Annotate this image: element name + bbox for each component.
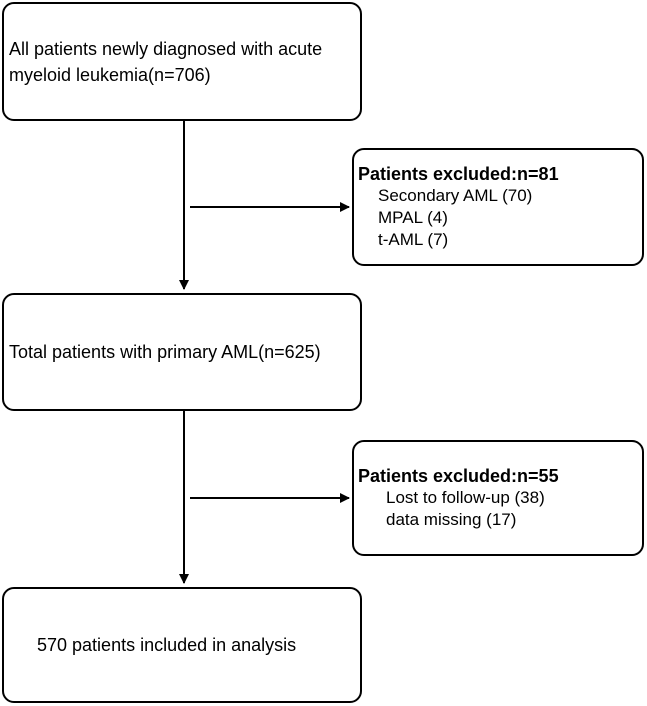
- exclusion-2-item: Lost to follow-up (38): [386, 488, 545, 507]
- step-primary-aml: Total patients with primary AML(n=625): [2, 293, 362, 411]
- step-included-analysis-text: 570 patients included in analysis: [37, 635, 297, 655]
- step-included-analysis: 570 patients included in analysis: [2, 587, 362, 703]
- exclusion-2-item: data missing (17): [386, 510, 517, 529]
- exclusion-1-item: Secondary AML (70): [378, 186, 533, 205]
- step-all-patients: All patients newly diagnosed with acute …: [2, 2, 362, 121]
- step-all-patients-line2: myeloid leukemia(n=706): [9, 64, 211, 85]
- step-primary-aml-text: Total patients with primary AML(n=625): [9, 342, 321, 362]
- exclusion-1-item: MPAL (4): [378, 208, 448, 227]
- exclusion-1-item: t-AML (7): [378, 230, 449, 249]
- exclusion-box-1: Patients excluded:n=81 Secondary AML (70…: [352, 148, 644, 266]
- step-all-patients-line1: All patients newly diagnosed with acute: [9, 38, 323, 59]
- exclusion-box-2: Patients excluded:n=55 Lost to follow-up…: [352, 440, 644, 556]
- exclusion-1-title: Patients excluded:n=81: [358, 164, 559, 184]
- exclusion-2-title: Patients excluded:n=55: [358, 466, 559, 486]
